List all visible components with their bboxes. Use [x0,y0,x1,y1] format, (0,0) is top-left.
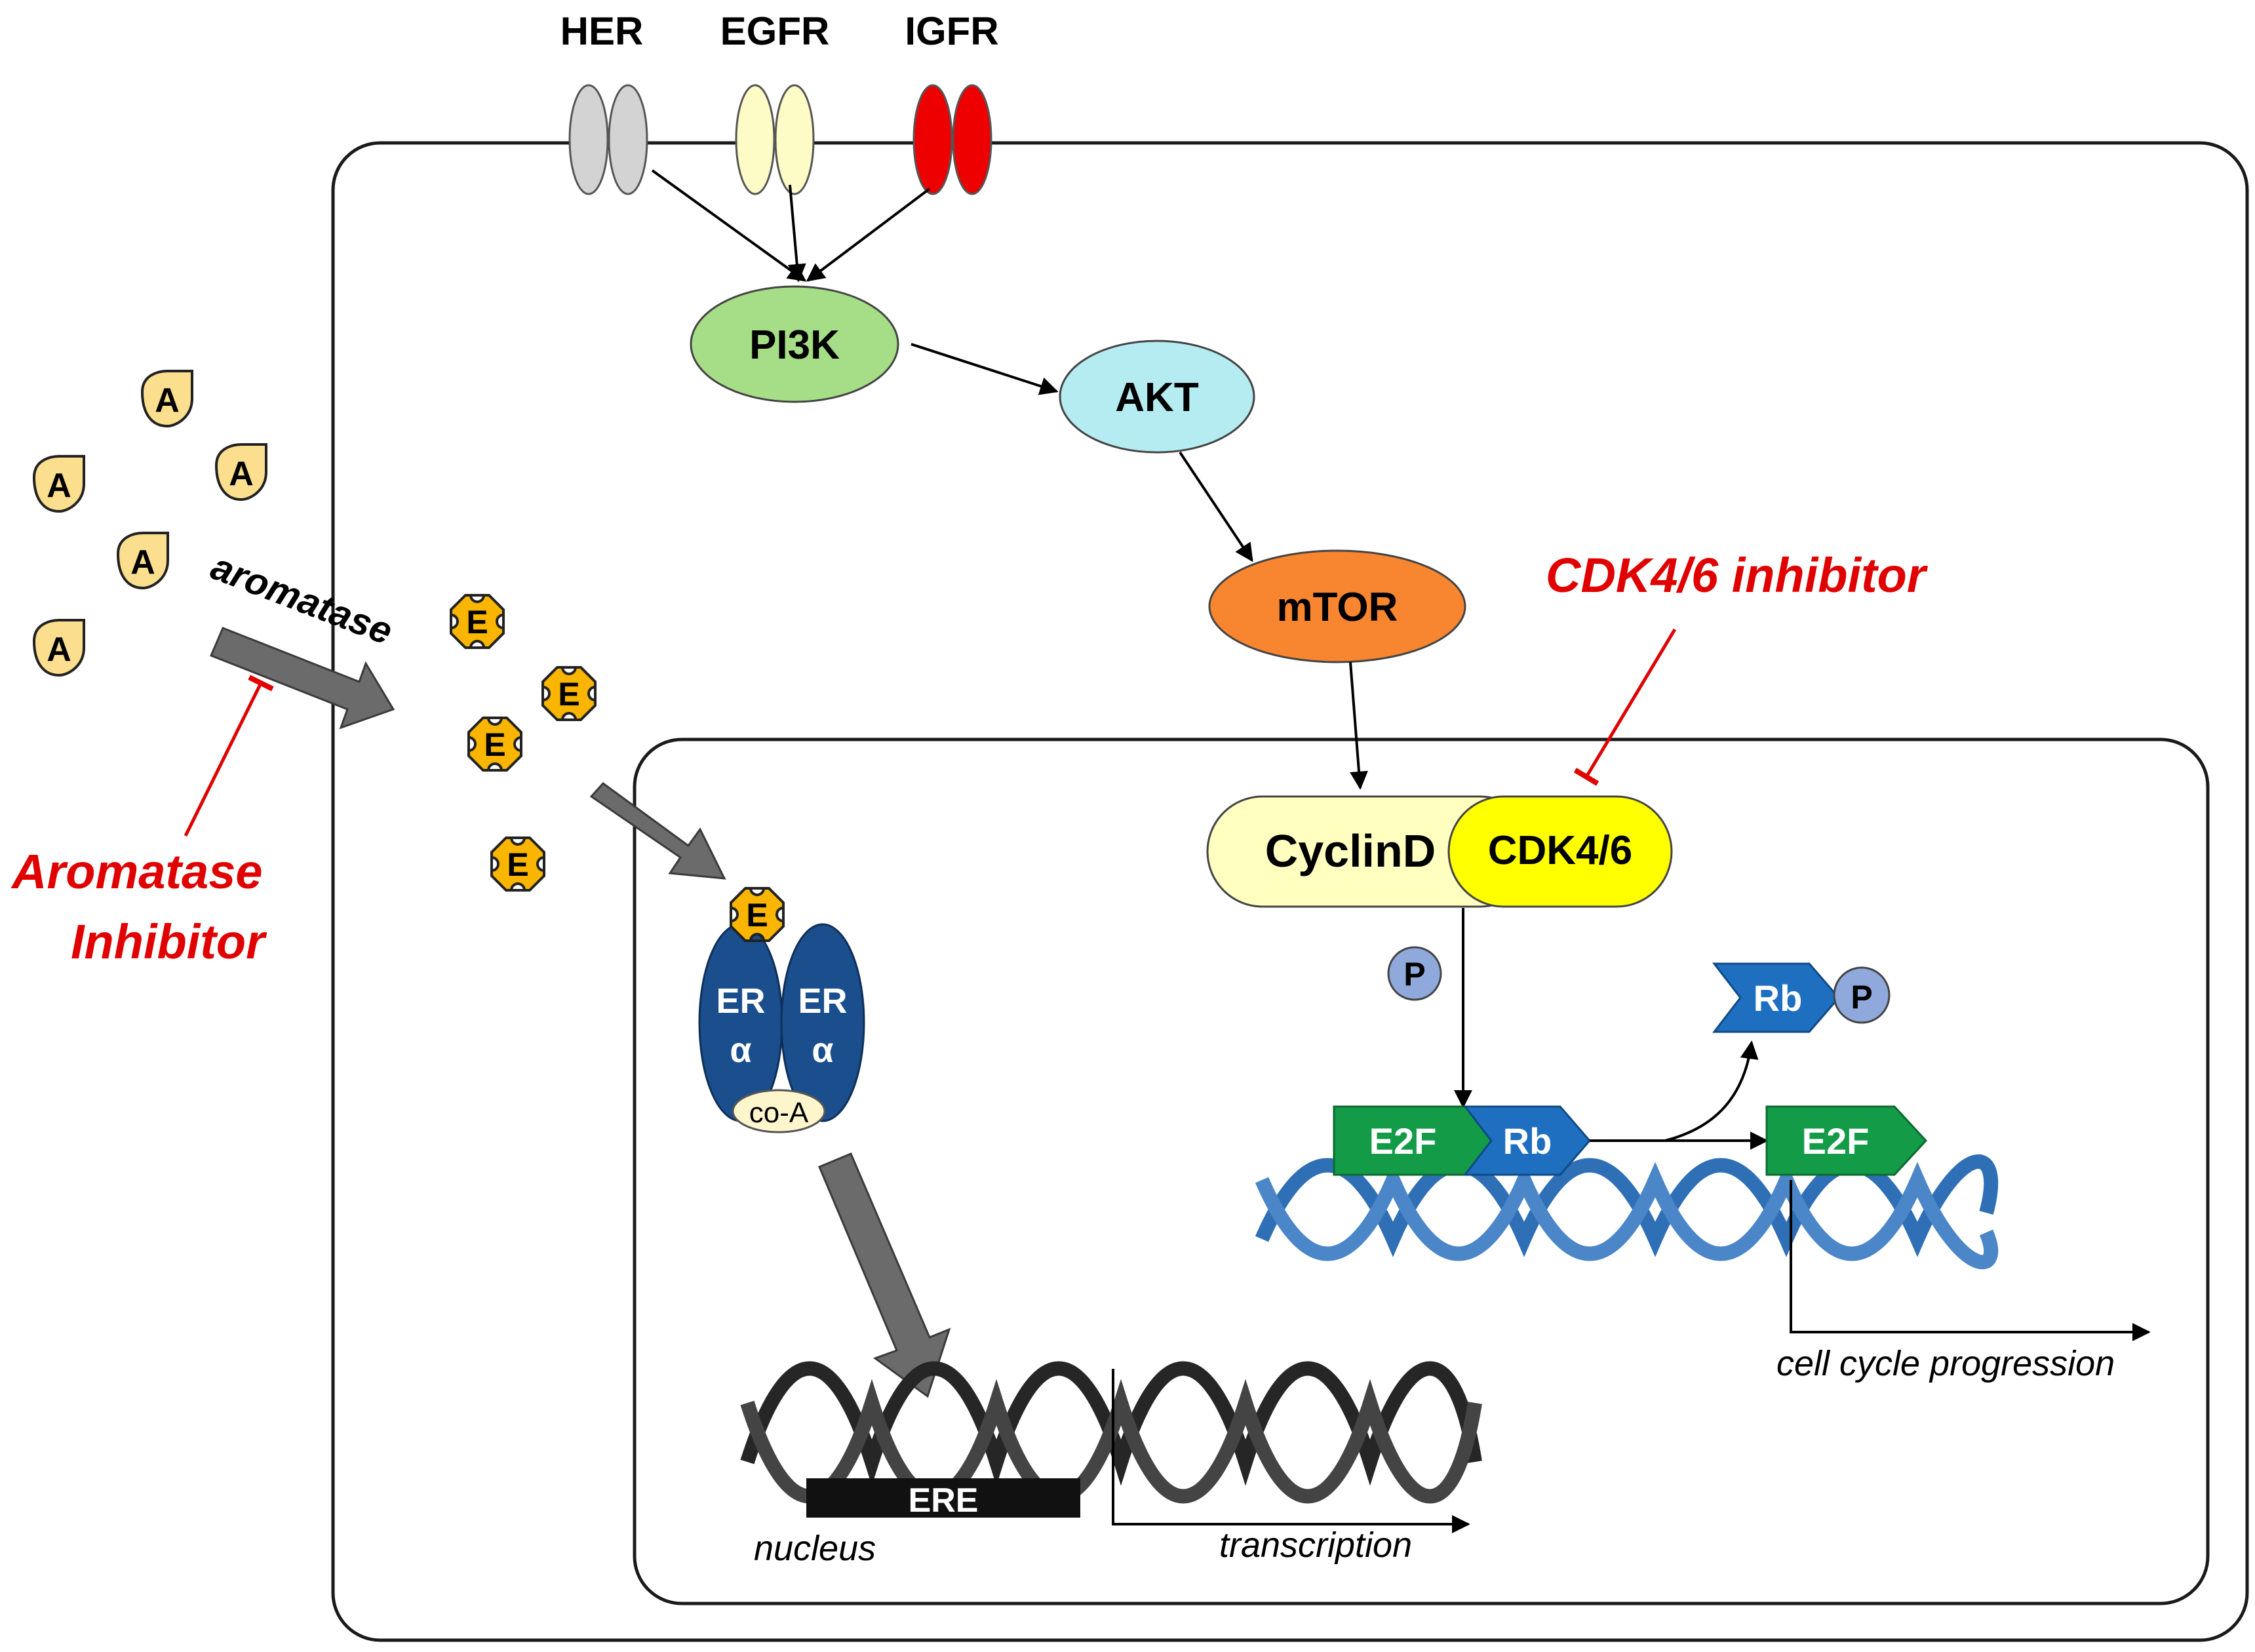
svg-text:E2F: E2F [1369,1120,1437,1162]
igfr-label: IGFR [905,9,998,53]
rb-phosphate-icon [1833,966,1891,1024]
er-alpha-dimer: co-A ER α ER α E [698,887,865,1133]
androgen-icon: A [214,443,267,502]
akt-node [1059,340,1255,454]
estrogen-icon: E [490,836,545,892]
aromatase-inhibitor-line [184,675,274,837]
svg-text:A: A [229,455,254,493]
cell-membrane [331,141,2249,1642]
svg-text:E: E [466,604,488,640]
svg-text:α: α [730,1031,751,1070]
svg-text:E: E [507,846,528,883]
transcription-label: transcription [1219,1525,1412,1565]
rb-bound [1462,1105,1591,1176]
receptor-igfr: IGFR [905,9,999,195]
svg-text:P: P [1851,979,1872,1015]
receptor-arrows [651,169,931,283]
androgen-icon: A [32,455,85,513]
estrogen-icon: E [541,666,597,721]
coactivator [732,1089,826,1133]
mtor-node [1208,549,1466,663]
receptor-her: HER [560,9,648,195]
svg-text:E: E [484,726,505,763]
pathway-arrows [911,343,1368,790]
estrogen-entry-arrow [589,781,726,880]
phosphate-icon [1387,946,1442,1001]
mtor-label: mTOR [1277,585,1398,630]
svg-text:E2F: E2F [1802,1120,1870,1162]
cdk46-capsule [1447,795,1673,908]
akt-label: AKT [1115,375,1199,420]
dna-helix-ere [740,1361,1482,1504]
nucleus-label: nucleus [754,1529,876,1568]
dna-helix-e2f [1255,1154,1999,1270]
egfr-label: EGFR [720,9,830,53]
er-to-dna-arrow [818,1152,951,1398]
nucleus-boundary [633,738,2210,1605]
cdk46-label: CDK4/6 [1488,828,1633,873]
aromatase-inhibitor-label-2: Inhibitor [71,914,267,969]
rb-release-arrow [1664,1040,1759,1142]
cdk-inhibitor-line [1573,628,1677,786]
androgen-icon: A [32,619,85,677]
svg-text:co-A: co-A [749,1097,809,1129]
svg-text:E: E [746,897,768,934]
aromatase-inhibitor-label: Aromatase [10,844,263,899]
androgen-icon: A [116,532,169,590]
svg-text:E: E [558,676,579,713]
e2f-free [1765,1105,1928,1176]
svg-text:A: A [130,543,155,581]
estrogen-molecules: E E E E [450,594,597,892]
aromatase-arrow [210,627,395,730]
rb-phosphorylated [1712,962,1840,1033]
cyclind-label: CyclinD [1265,825,1436,876]
receptor-egfr: EGFR [720,9,830,195]
svg-text:Rb: Rb [1503,1120,1552,1162]
androgen-icon: A [140,370,193,428]
svg-text:ER: ER [716,981,765,1021]
estrogen-icon: E [450,594,505,649]
pi3k-node [690,285,899,403]
cdk-inhibitor-label: CDK4/6 inhibitor [1546,548,1929,602]
ere-box [806,1478,1080,1518]
svg-text:P: P [1403,956,1425,993]
cell-cycle-label: cell cycle progression [1776,1344,2115,1383]
pi3k-label: PI3K [749,323,840,368]
svg-text:A: A [155,382,180,420]
her-label: HER [560,9,644,53]
svg-text:α: α [812,1031,833,1070]
ere-label: ERE [909,1482,979,1520]
svg-text:ER: ER [798,981,847,1021]
cell-cycle-arrow [1790,1180,2151,1341]
svg-text:A: A [47,631,71,669]
androgen-molecules: A A A A A [32,370,267,677]
svg-text:A: A [47,467,71,505]
svg-text:Rb: Rb [1754,977,1803,1019]
transcription-arrow [1112,1369,1470,1533]
bound-estrogen-icon: E [730,887,785,942]
estrogen-icon: E [467,717,522,772]
